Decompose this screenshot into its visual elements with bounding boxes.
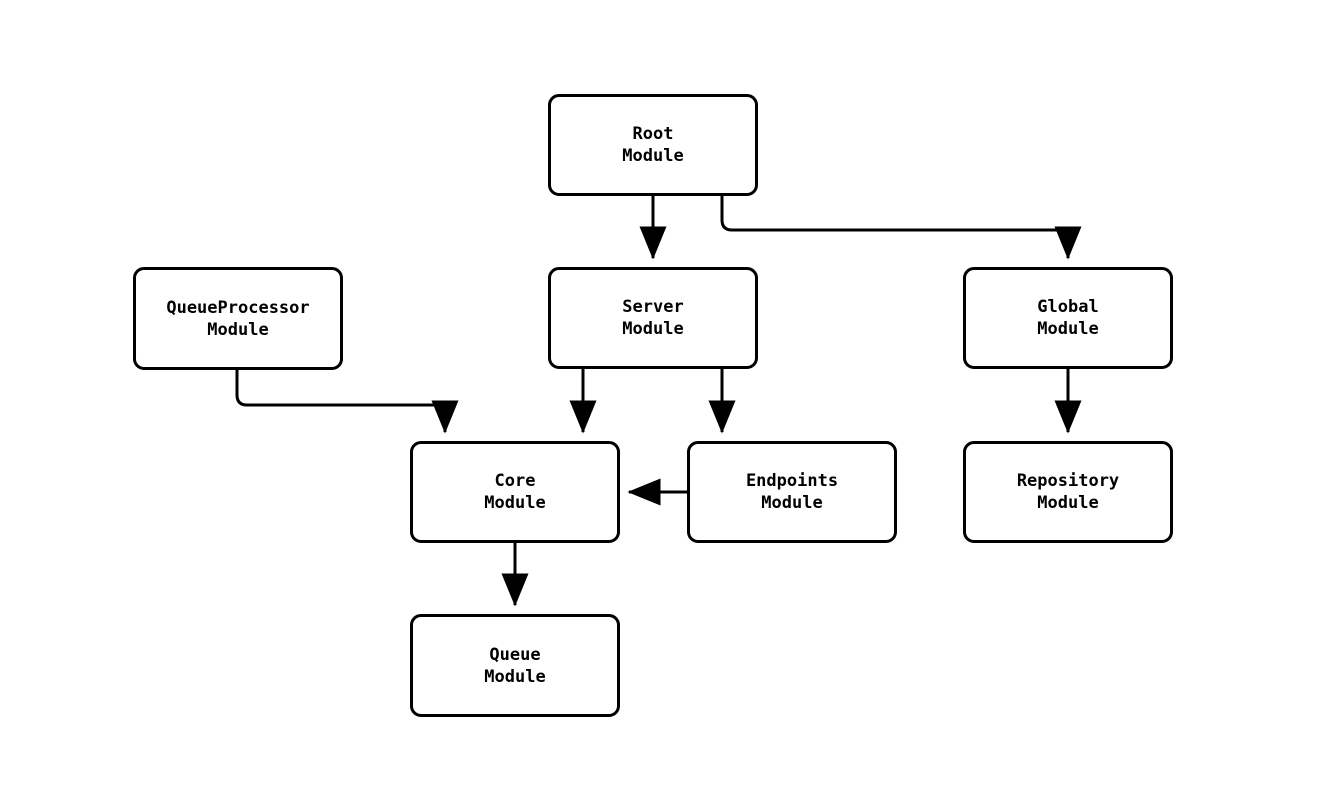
node-label: Global Module <box>1037 297 1099 339</box>
node-label: Root Module <box>622 124 684 166</box>
node-label: Server Module <box>622 297 684 339</box>
node-root-module[interactable]: Root Module <box>548 94 758 196</box>
edge-queueprocessor-core <box>235 370 459 434</box>
node-label: Endpoints Module <box>745 471 839 513</box>
node-label: QueueProcessor Module <box>166 297 310 340</box>
node-label: Core Module <box>484 471 546 513</box>
node-server-module[interactable]: Server Module <box>548 267 758 369</box>
edge-root-global <box>720 196 1082 260</box>
node-core-module[interactable]: Core Module <box>410 441 620 543</box>
node-endpoints-module[interactable]: Endpoints Module <box>687 441 897 543</box>
node-label: Queue Module <box>484 644 546 687</box>
node-global-module[interactable]: Global Module <box>963 267 1173 369</box>
node-queue-module[interactable]: Queue Module <box>410 614 620 717</box>
node-label: Repository Module <box>1016 471 1120 513</box>
node-queueprocessor-module[interactable]: QueueProcessor Module <box>133 267 343 370</box>
node-repository-module[interactable]: Repository Module <box>963 441 1173 543</box>
